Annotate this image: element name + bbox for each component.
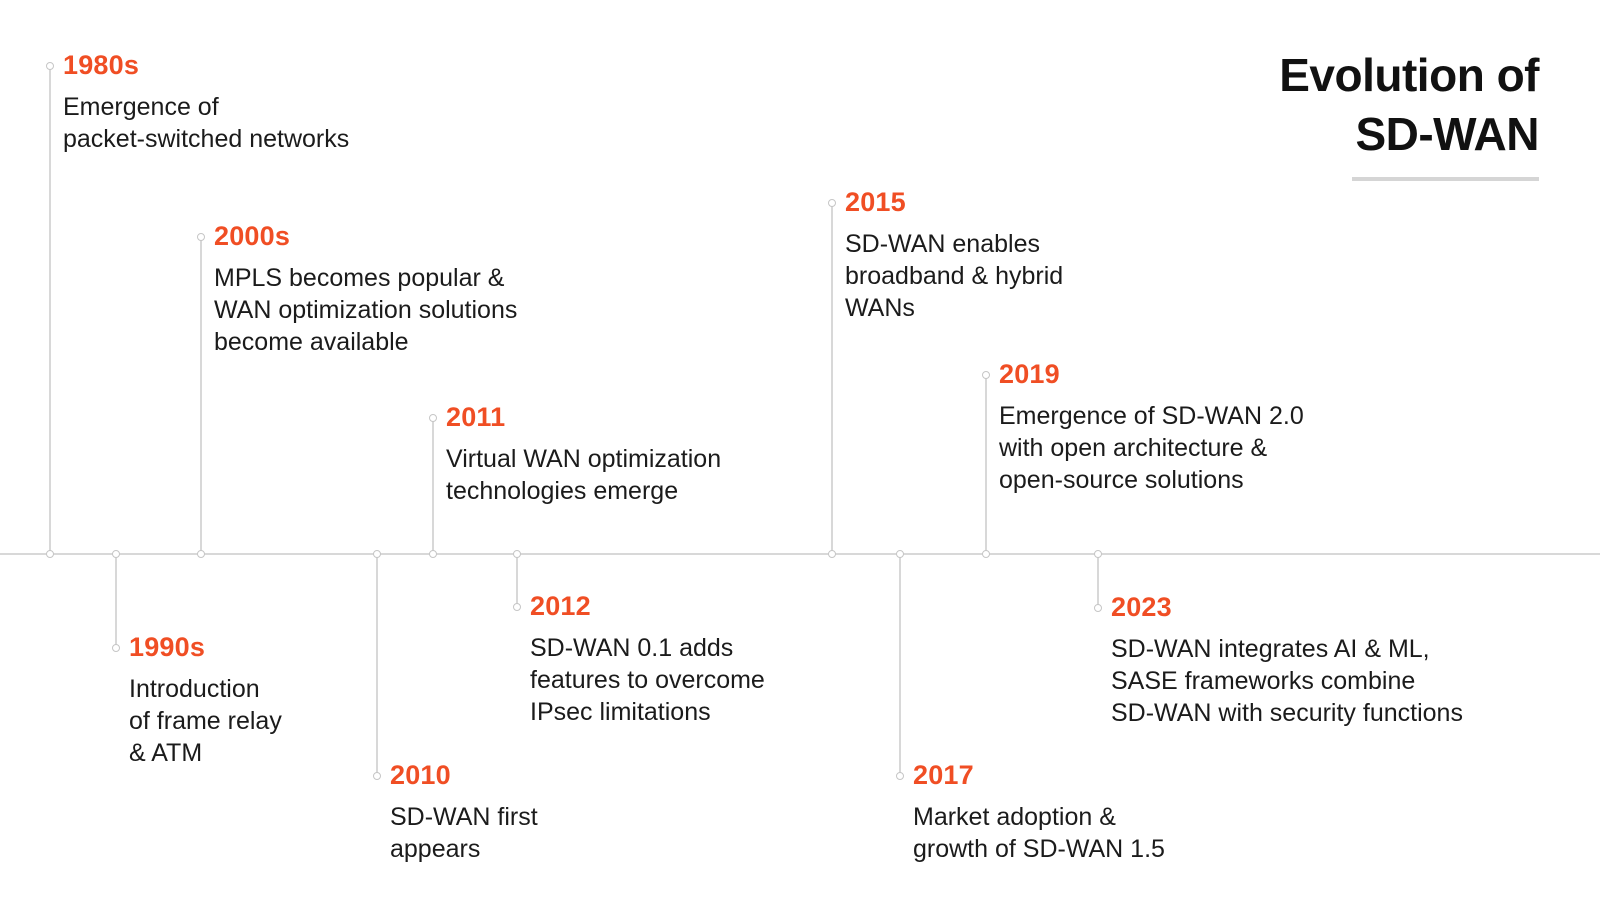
event-dot: [197, 233, 205, 241]
event-description: SD-WAN enables broadband & hybrid WANs: [845, 230, 1064, 322]
junction-dot: [982, 550, 990, 558]
event-year: 2011: [446, 402, 506, 432]
event-stem: [376, 555, 378, 776]
junction-dot: [373, 550, 381, 558]
event-year: 2023: [1111, 592, 1172, 622]
event-stem: [1097, 555, 1099, 608]
event-dot: [46, 62, 54, 70]
event-description: Introduction of frame relay & ATM: [129, 675, 282, 767]
event-year: 2012: [530, 591, 591, 621]
event-label: 2010 SD-WAN first appears: [390, 760, 538, 865]
event-stem: [200, 237, 202, 554]
event-description: MPLS becomes popular & WAN optimization …: [214, 264, 518, 356]
junction-dot: [197, 550, 205, 558]
junction-dot: [112, 550, 120, 558]
event-dot: [1094, 604, 1102, 612]
event-dot: [982, 371, 990, 379]
event-label: 1990s Introduction of frame relay & ATM: [129, 632, 282, 769]
junction-dot: [429, 550, 437, 558]
event-dot: [828, 199, 836, 207]
event-label: 2017 Market adoption & growth of SD-WAN …: [913, 760, 1165, 865]
event-stem: [49, 66, 51, 554]
event-dot: [896, 772, 904, 780]
event-year: 2017: [913, 760, 974, 790]
event-description: Market adoption & growth of SD-WAN 1.5: [913, 803, 1165, 863]
event-description: Emergence of SD-WAN 2.0 with open archit…: [999, 402, 1304, 494]
title-underline: [1352, 177, 1539, 181]
event-year: 1990s: [129, 632, 206, 662]
event-label: 1980s Emergence of packet-switched netwo…: [63, 50, 349, 155]
junction-dot: [828, 550, 836, 558]
event-label: 2011 Virtual WAN optimization technologi…: [446, 402, 721, 507]
junction-dot: [513, 550, 521, 558]
event-year: 1980s: [63, 50, 140, 80]
event-dot: [513, 603, 521, 611]
event-description: SD-WAN 0.1 adds features to overcome IPs…: [530, 634, 765, 726]
event-year: 2000s: [214, 221, 291, 251]
event-dot: [429, 414, 437, 422]
event-dot: [112, 644, 120, 652]
event-description: SD-WAN first appears: [390, 803, 538, 863]
event-label: 2019 Emergence of SD-WAN 2.0 with open a…: [999, 359, 1304, 496]
junction-dot: [896, 550, 904, 558]
event-description: SD-WAN integrates AI & ML, SASE framewor…: [1111, 635, 1463, 727]
event-description: Virtual WAN optimization technologies em…: [446, 445, 722, 505]
event-year: 2019: [999, 359, 1060, 389]
event-year: 2015: [845, 187, 906, 217]
junction-dot: [1094, 550, 1102, 558]
event-description: Emergence of packet-switched networks: [63, 93, 350, 153]
timeline-axis: [0, 553, 1600, 555]
event-stem: [516, 555, 518, 607]
event-label: 2000s MPLS becomes popular & WAN optimiz…: [214, 221, 517, 358]
event-stem: [985, 375, 987, 554]
event-stem: [899, 555, 901, 776]
event-stem: [432, 418, 434, 554]
event-year: 2010: [390, 760, 451, 790]
event-stem: [831, 203, 833, 554]
event-label: 2012 SD-WAN 0.1 adds features to overcom…: [530, 591, 765, 728]
event-dot: [373, 772, 381, 780]
event-label: 2023 SD-WAN integrates AI & ML, SASE fra…: [1111, 592, 1463, 729]
junction-dot: [46, 550, 54, 558]
page-title: Evolution of SD-WAN: [1279, 49, 1539, 160]
event-label: 2015 SD-WAN enables broadband & hybrid W…: [845, 187, 1063, 324]
event-stem: [115, 555, 117, 648]
